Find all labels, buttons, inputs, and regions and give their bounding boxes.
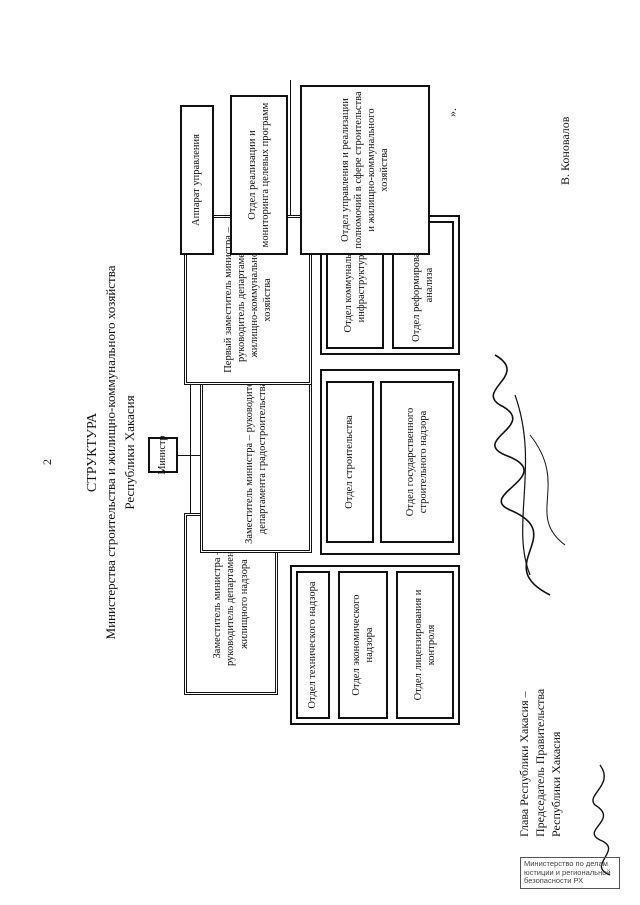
unit-target-programs: Отдел реализации и мониторинга целевых п…: [230, 95, 288, 255]
dept-licensing-control: Отдел лицензирования и контроля: [396, 571, 454, 719]
dept-technical-inspection: Отдел технического надзора: [296, 571, 330, 719]
minister-box: Министр: [148, 436, 178, 474]
signature-line-1: Глава Республики Хакасия –: [517, 691, 531, 837]
dept-economic-inspection: Отдел экономического надзора: [338, 571, 388, 719]
signature-name: В. Коновалов: [558, 116, 572, 185]
deputy-box-urban-planning: Заместитель министра – руководитель депа…: [200, 363, 312, 553]
title-line-1: СТРУКТУРА: [85, 412, 100, 493]
unit-powers-implementation: Отдел управления и реализации полномочий…: [300, 85, 430, 255]
closing-quote: ».: [445, 108, 459, 117]
stamp-line-3: безопасности РХ: [524, 876, 584, 886]
signature-line-2: Председатель Правительства: [533, 688, 547, 837]
page-number: 2: [40, 459, 54, 465]
title-line-3: Республики Хакасия: [122, 395, 137, 510]
dept-state-construction-inspection: Отдел государственного строительного над…: [380, 381, 454, 543]
minister-connector: [178, 455, 190, 456]
signature-line-3: Республики Хакасия: [549, 731, 563, 837]
handwritten-signature: [492, 354, 566, 596]
dept-construction: Отдел строительства: [326, 381, 374, 543]
side-3-connector: [290, 80, 291, 218]
title-line-2: Министерства строительства и жилищно-ком…: [103, 265, 118, 640]
registration-stamp: Министерство по делам юстиции и регионал…: [520, 857, 620, 889]
initials-scribble: [592, 764, 611, 876]
unit-administration: Аппарат управления: [180, 105, 214, 255]
